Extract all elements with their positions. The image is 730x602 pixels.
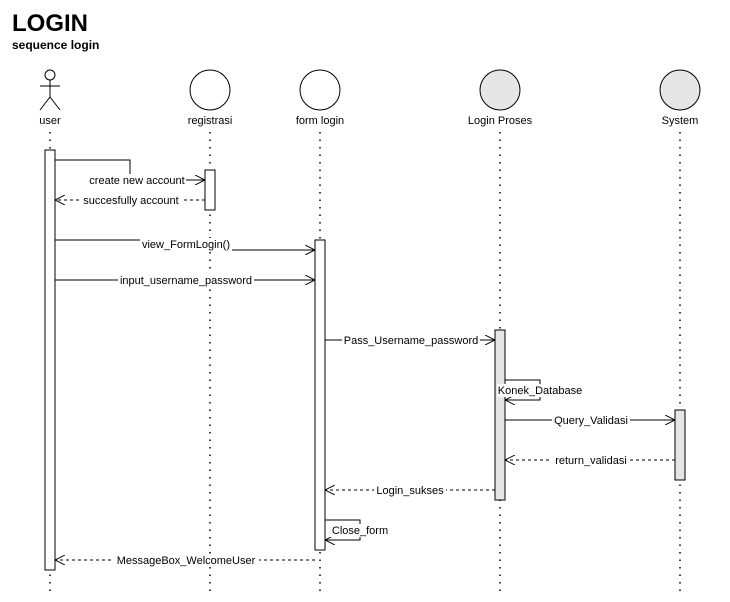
activation-bar-system [674,409,686,481]
activation-bar-user [44,149,56,571]
participant-system: System [659,69,701,127]
activation-bar-registrasi [204,169,216,211]
participant-login-proses: Login Proses [468,69,533,127]
message-return-validasi: return_validasi [505,454,675,467]
message-label: view_FormLogin() [142,239,230,251]
message-label: Close_form [332,525,388,537]
message-login-sukses: Login_sukses [325,484,495,497]
participant-user: user [39,69,61,127]
activation-bar-login-proses [494,329,506,501]
message-succesfully-account: succesfully account [55,194,205,207]
message-view-formlogin: view_FormLogin() [55,238,315,251]
activation-bar-form-login [314,239,326,551]
message-konek-database: Konek_Database [497,379,583,400]
message-label: return_validasi [555,455,627,467]
message-close-form: Close_form [325,519,390,540]
participant-label-registrasi: registrasi [188,115,233,127]
participant-label-system: System [662,115,699,127]
message-label: Query_Validasi [554,415,628,427]
message-label: create new account [89,175,184,187]
diagram-subtitle: sequence login [12,38,100,52]
message-label: input_username_password [120,275,252,287]
actor-icon [39,69,61,111]
participant-form-login: form login [296,69,344,127]
message-pass-username-password: Pass_Username_password [325,334,495,347]
entity-circle-icon [299,69,341,111]
message-create-new-account: create new account [55,159,205,187]
message-input-username-password: input_username_password [55,274,315,287]
diagram-title: LOGIN [12,10,88,37]
control-circle-icon [659,69,701,111]
participant-label-login-proses: Login Proses [468,115,533,127]
message-label: Konek_Database [498,385,582,397]
message-label: succesfully account [83,195,178,207]
message-messagebox-welcomeuser: MessageBox_WelcomeUser [55,554,315,567]
message-label: Pass_Username_password [344,335,479,347]
participant-registrasi: registrasi [188,69,233,127]
message-label: MessageBox_WelcomeUser [117,555,256,567]
control-circle-icon [479,69,521,111]
participant-label-form-login: form login [296,115,344,127]
entity-circle-icon [189,69,231,111]
participant-label-user: user [39,115,61,127]
message-label: Login_sukses [376,485,444,497]
message-query-validasi: Query_Validasi [505,414,675,427]
